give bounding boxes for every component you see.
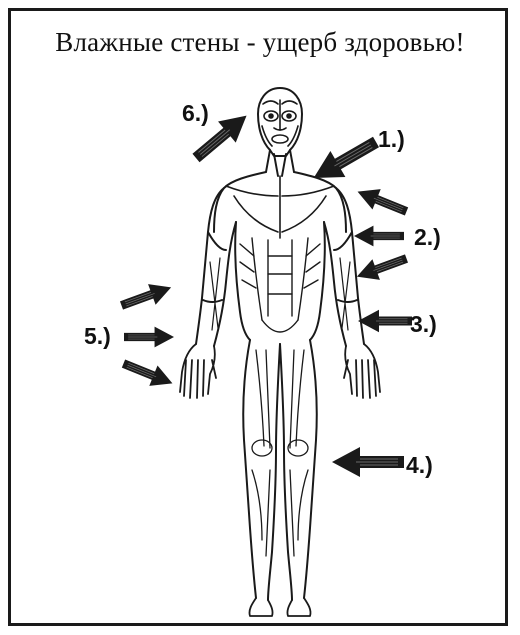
left-hand (180, 344, 216, 398)
arrow-2c-icon (353, 248, 410, 287)
right-forearm-detail (340, 258, 350, 330)
human-figure (180, 88, 380, 616)
marker-label-5: 5.) (84, 323, 111, 350)
right-hand (344, 344, 380, 398)
leg-muscles (252, 350, 308, 556)
arrow-1-icon (306, 129, 383, 191)
marker-label-4: 4.) (406, 452, 433, 479)
arrow-3-icon (358, 310, 412, 333)
marker-label-2: 2.) (414, 224, 441, 251)
arrow-5c-icon (119, 353, 176, 393)
abdomen (240, 238, 320, 332)
arrow-5a-icon (118, 277, 175, 316)
arrow-2a-icon (353, 181, 410, 221)
marker-label-1: 1.) (378, 126, 405, 153)
arrow-5b-icon (124, 327, 174, 348)
right-leg (280, 340, 317, 600)
marker-label-3: 3.) (410, 311, 437, 338)
arrow-2b-icon (354, 226, 404, 247)
left-foot (249, 598, 272, 616)
face-detail (262, 100, 298, 146)
arrow-4-icon (332, 447, 404, 477)
right-foot (287, 598, 310, 616)
neck (266, 150, 294, 176)
chest (226, 176, 334, 238)
left-leg (243, 340, 280, 600)
marker-label-6: 6.) (182, 100, 209, 127)
left-forearm-detail (210, 258, 220, 330)
